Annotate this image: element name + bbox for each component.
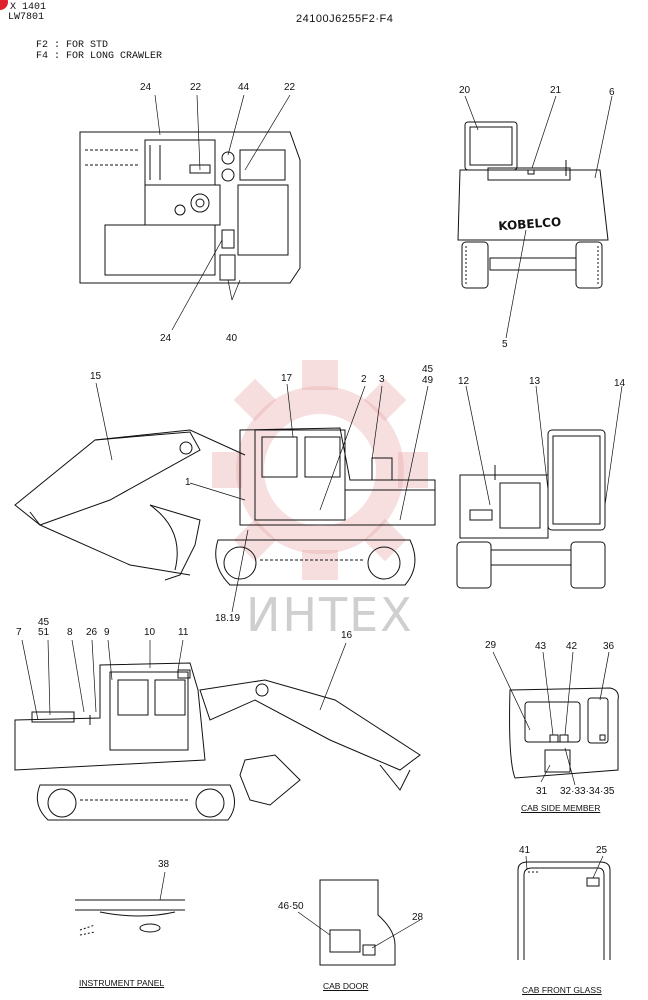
- callout-20: 20: [459, 85, 471, 96]
- note-f2: F2 : FOR STD: [36, 40, 109, 51]
- callout-18-19: 18.19: [215, 613, 241, 624]
- callout-24-top: 24: [140, 82, 152, 93]
- callout-40: 40: [226, 333, 238, 344]
- callout-9: 9: [104, 627, 110, 638]
- caption-cab-door: CAB DOOR: [323, 981, 369, 991]
- callout-28: 28: [412, 912, 424, 923]
- callout-5: 5: [502, 339, 508, 350]
- cab-front-glass-drawing: [517, 861, 611, 960]
- caption-instrument-panel: INSTRUMENT PANEL: [79, 978, 165, 988]
- callout-11: 11: [178, 627, 189, 638]
- caption-cab-front-glass: CAB FRONT GLASS: [522, 985, 602, 995]
- model-code-2: LW7801: [8, 12, 45, 23]
- left-side-excavator-drawing: [14, 427, 436, 586]
- kobelco-brand: KOBELCO: [498, 215, 562, 233]
- callout-1: 1: [185, 477, 191, 488]
- front-view-drawing: [456, 429, 606, 589]
- callout-45-left: 45: [422, 364, 434, 375]
- callout-22-top-right: 22: [284, 82, 296, 93]
- callout-14: 14: [614, 378, 626, 389]
- callout-10: 10: [144, 627, 156, 638]
- callout-17: 17: [281, 373, 293, 384]
- cab-door-drawing: [319, 879, 396, 966]
- rear-view-drawing: [457, 121, 609, 289]
- callout-7: 7: [16, 627, 22, 638]
- part-number: 24100J6255F2·F4: [296, 13, 394, 25]
- callout-41: 41: [519, 845, 531, 856]
- leader-lines: [21, 94, 623, 949]
- red-corner-marker: [0, 0, 8, 10]
- callout-45-right: 45: [38, 617, 50, 628]
- callout-2: 2: [361, 374, 367, 385]
- callout-6: 6: [609, 87, 615, 98]
- callout-32-35: 32·33·34·35: [560, 786, 615, 797]
- callout-44: 44: [238, 82, 250, 93]
- watermark-text: ИНТЕХ: [246, 588, 414, 642]
- callout-26: 26: [86, 627, 98, 638]
- callout-51: 51: [38, 627, 50, 638]
- model-code-1: X 1401: [10, 2, 47, 13]
- callout-15: 15: [90, 371, 102, 382]
- callout-24-bottom: 24: [160, 333, 172, 344]
- callout-8: 8: [67, 627, 73, 638]
- callout-31: 31: [536, 786, 548, 797]
- callout-46-50: 46·50: [278, 901, 304, 912]
- top-view-drawing: [79, 131, 301, 284]
- callout-43: 43: [535, 641, 547, 652]
- note-f4: F4 : FOR LONG CRAWLER: [36, 51, 163, 62]
- instrument-panel-drawing: [75, 899, 185, 936]
- callout-16: 16: [341, 630, 353, 641]
- callout-13: 13: [529, 376, 541, 387]
- caption-cab-side-member: CAB SIDE MEMBER: [521, 803, 601, 813]
- callout-12: 12: [458, 376, 470, 387]
- callout-49: 49: [422, 375, 434, 386]
- callout-29: 29: [485, 640, 497, 651]
- callout-22-top-left: 22: [190, 82, 202, 93]
- callout-42: 42: [566, 641, 578, 652]
- callout-3: 3: [379, 374, 385, 385]
- callout-38: 38: [158, 859, 170, 870]
- callout-21: 21: [550, 85, 562, 96]
- callout-36: 36: [603, 641, 615, 652]
- cab-side-member-drawing: [509, 687, 619, 779]
- right-side-excavator-drawing: [14, 662, 421, 821]
- callout-25: 25: [596, 845, 608, 856]
